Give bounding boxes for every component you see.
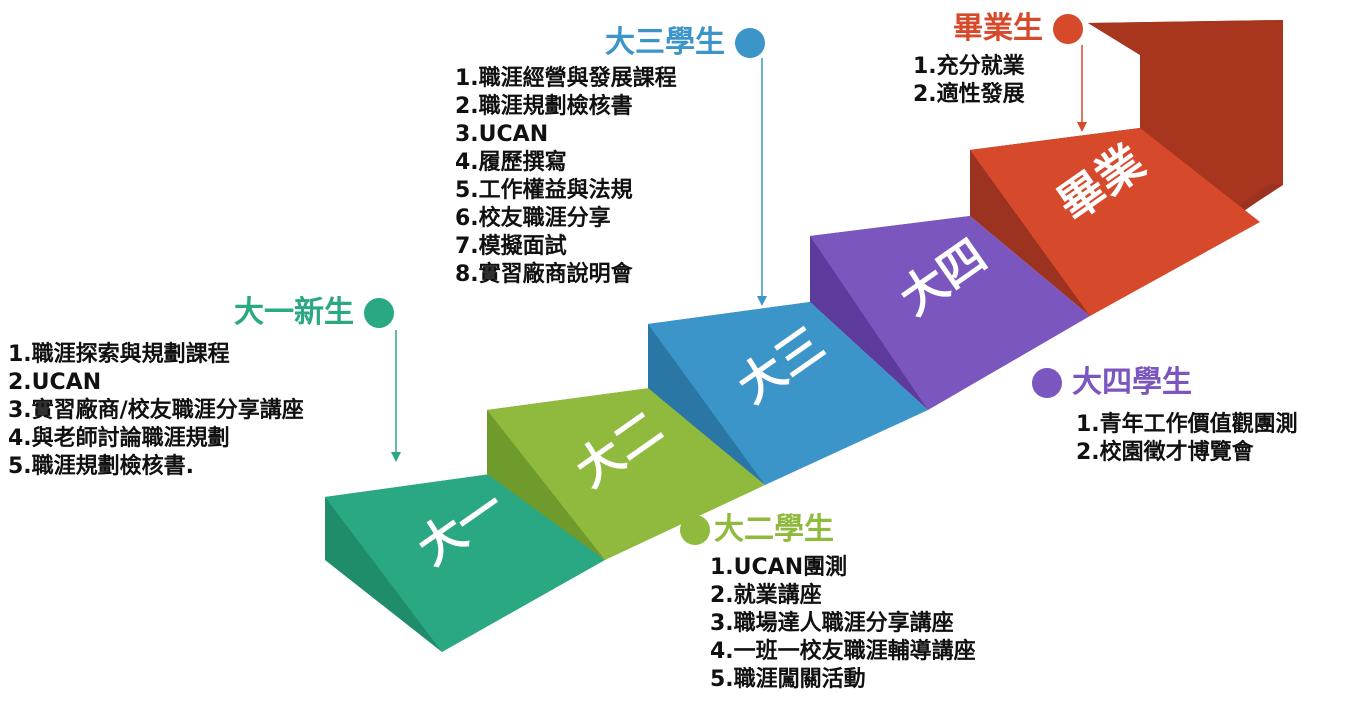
list-item: 5.工作權益與法規 — [455, 178, 633, 203]
connector-freshman — [391, 330, 401, 462]
list-item: 2.UCAN — [8, 370, 102, 395]
arrowhead-graduate — [1077, 122, 1087, 132]
graduate-heading: 畢業生 — [953, 12, 1083, 45]
senior-list: 1.青年工作價值觀團測 2.校園徵才博覽會 — [1076, 411, 1298, 467]
list-item: 3.實習廠商/校友職涯分享講座 — [8, 398, 304, 423]
senior-title: 大四學生 — [1072, 365, 1192, 400]
arrowhead-freshman — [391, 452, 401, 462]
list-item: 5.職涯闖關活動 — [710, 667, 866, 692]
step-senior-tread — [810, 216, 1090, 410]
junior-group: 大三學生 1.職涯經營與發展課程 2.職涯規劃檢核書 3.UCAN 4.履歷撰寫… — [455, 26, 765, 289]
sophomore-title: 大二學生 — [714, 512, 834, 547]
step-freshman: 大一 — [325, 474, 605, 652]
list-item: 1.充分就業 — [913, 54, 1025, 79]
list-item: 2.校園徵才博覽會 — [1076, 440, 1254, 465]
list-item: 1.UCAN團測 — [710, 555, 848, 580]
freshman-heading: 大一新生 — [234, 296, 394, 329]
graduate-dot-icon — [1053, 13, 1083, 44]
junior-heading: 大三學生 — [605, 26, 765, 59]
freshman-list: 1.職涯探索與規劃課程 2.UCAN 3.實習廠商/校友職涯分享講座 4.與老師… — [8, 341, 394, 481]
step-junior-tread — [648, 302, 928, 485]
list-item: 1.職涯探索與規劃課程 — [8, 342, 230, 367]
graduate-title: 畢業生 — [953, 11, 1043, 46]
senior-heading: 大四學生 — [1032, 366, 1298, 399]
junior-title: 大三學生 — [605, 25, 725, 60]
list-item: 1.青年工作價值觀團測 — [1076, 412, 1298, 437]
list-item: 4.一班一校友職涯輔導講座 — [710, 639, 976, 664]
sophomore-heading: 大二學生 — [680, 513, 976, 546]
graduate-list: 1.充分就業 2.適性發展 — [913, 53, 1083, 109]
list-item: 2.就業講座 — [710, 583, 822, 608]
junior-list: 1.職涯經營與發展課程 2.職涯規劃檢核書 3.UCAN 4.履歷撰寫 5.工作… — [455, 65, 765, 289]
freshman-title: 大一新生 — [234, 295, 354, 330]
sophomore-group: 大二學生 1.UCAN團測 2.就業講座 3.職場達人職涯分享講座 4.一班一校… — [680, 513, 976, 694]
list-item: 5.職涯規劃檢核書. — [8, 454, 195, 479]
freshman-dot-icon — [364, 297, 394, 328]
step-junior: 大三 — [648, 302, 928, 485]
list-item: 6.校友職涯分享 — [455, 206, 611, 231]
step-graduate: 畢業 — [970, 20, 1283, 316]
freshman-group: 大一新生 1.職涯探索與規劃課程 2.UCAN 3.實習廠商/校友職涯分享講座 … — [8, 296, 394, 481]
sophomore-list: 1.UCAN團測 2.就業講座 3.職場達人職涯分享講座 4.一班一校友職涯輔導… — [710, 554, 976, 694]
list-item: 7.模擬面試 — [455, 234, 567, 259]
senior-group: 大四學生 1.青年工作價值觀團測 2.校園徵才博覽會 — [1032, 366, 1298, 467]
junior-dot-icon — [735, 27, 765, 58]
list-item: 3.職場達人職涯分享講座 — [710, 611, 954, 636]
list-item: 2.職涯規劃檢核書 — [455, 94, 633, 119]
graduate-group: 畢業生 1.充分就業 2.適性發展 — [913, 12, 1083, 109]
list-item: 1.職涯經營與發展課程 — [455, 66, 677, 91]
step-freshman-tread — [325, 474, 605, 652]
list-item: 4.與老師討論職涯規劃 — [8, 426, 230, 451]
list-item: 3.UCAN — [455, 122, 549, 147]
sophomore-dot-icon — [680, 514, 710, 545]
list-item: 2.適性發展 — [913, 82, 1025, 107]
list-item: 8.實習廠商說明會 — [455, 262, 633, 287]
senior-dot-icon — [1032, 367, 1062, 398]
list-item: 4.履歷撰寫 — [455, 150, 567, 175]
arrowhead-junior — [757, 296, 767, 306]
step-senior: 大四 — [810, 216, 1090, 410]
connector-junior — [757, 58, 767, 306]
connector-graduate — [1077, 45, 1087, 132]
step-graduate-tread — [970, 128, 1260, 316]
